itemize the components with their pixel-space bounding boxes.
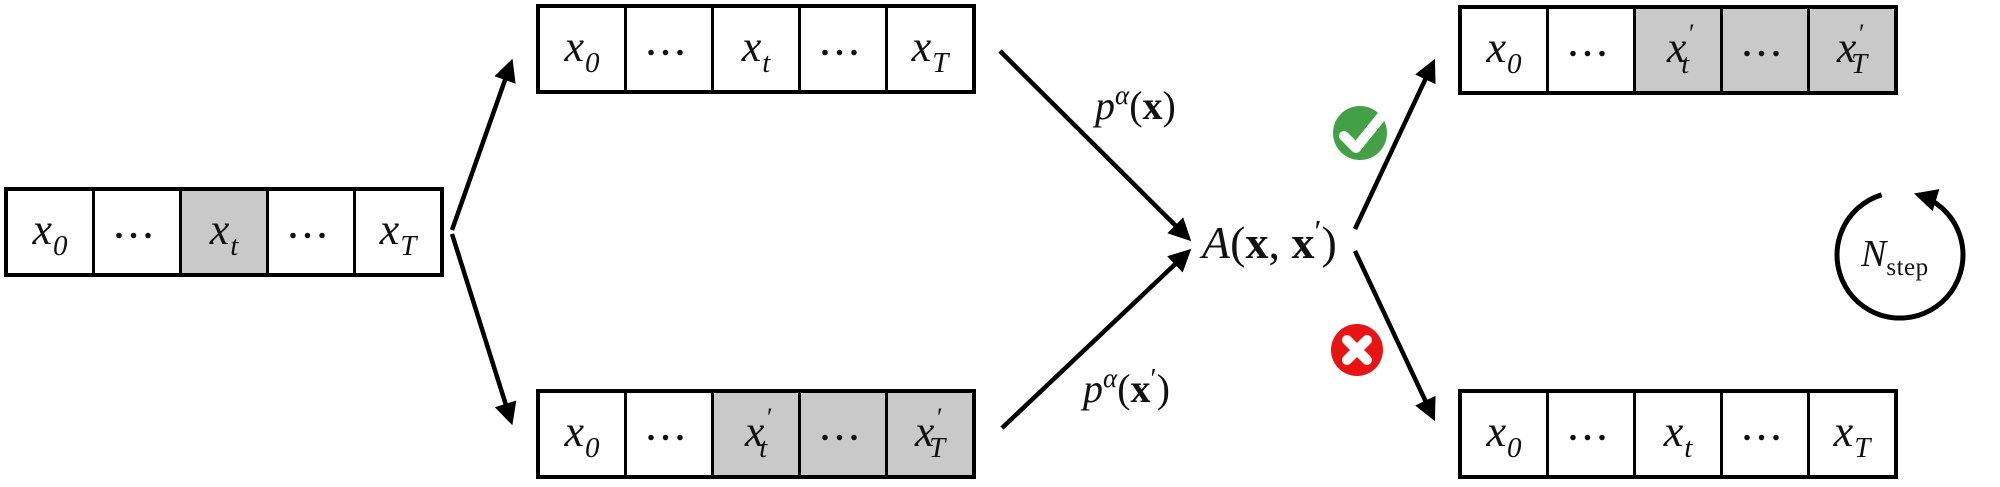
arrow-chain-x-prime-to-acceptance bbox=[1000, 248, 1192, 430]
sequence-cell: xt bbox=[1633, 393, 1720, 475]
sequence-cell: xT bbox=[885, 8, 972, 90]
sequence-row-proposal-x: x0 ... xt ... xT bbox=[536, 4, 976, 94]
arrow-accept-branch bbox=[1352, 58, 1436, 230]
sequence-cell: x′t bbox=[711, 393, 798, 475]
sequence-row-accepted: x0 ... x′t ... x′T bbox=[1458, 5, 1898, 95]
arrow-chain-x-to-acceptance bbox=[998, 49, 1192, 242]
split-arrow-to-chain-x bbox=[449, 58, 516, 231]
sequence-cell: x0 bbox=[540, 393, 624, 475]
sequence-cell: ... bbox=[624, 8, 711, 90]
n-step-label: Nstep bbox=[1861, 233, 1929, 281]
probability-label-p-alpha-x-prime: pα(x′) bbox=[1083, 363, 1170, 411]
sequence-cell: x0 bbox=[540, 8, 624, 90]
sequence-cell: ... bbox=[1546, 9, 1633, 91]
sequence-cell: ... bbox=[798, 393, 885, 475]
sequence-cell: x′T bbox=[885, 393, 972, 475]
sequence-cell: x0 bbox=[8, 191, 92, 273]
accept-check-icon bbox=[1333, 106, 1390, 160]
arrow-reject-branch bbox=[1352, 250, 1436, 422]
n-step-loop-icon bbox=[1834, 189, 1966, 321]
sequence-cell: ... bbox=[1720, 9, 1807, 91]
acceptance-ratio-label: A(x, x′) bbox=[1202, 213, 1337, 268]
sequence-cell: x0 bbox=[1462, 9, 1546, 91]
sequence-cell: ... bbox=[1720, 393, 1807, 475]
sequence-cell: ... bbox=[624, 393, 711, 475]
sequence-cell: xT bbox=[353, 191, 440, 273]
sequence-cell: x′T bbox=[1807, 9, 1894, 91]
sequence-cell: x0 bbox=[1462, 393, 1546, 475]
reject-cross-icon bbox=[1331, 324, 1383, 376]
sequence-row-proposal-x-prime: x0 ... x′t ... x′T bbox=[536, 389, 976, 479]
probability-label-p-alpha-x: pα(x) bbox=[1095, 80, 1176, 128]
sequence-row-rejected: x0 ... xt ... xT bbox=[1458, 389, 1898, 479]
sequence-cell: ... bbox=[798, 8, 885, 90]
sequence-cell: ... bbox=[92, 191, 179, 273]
sequence-cell: ... bbox=[266, 191, 353, 273]
sequence-cell: xt bbox=[179, 191, 266, 273]
split-arrow-to-chain-x-prime bbox=[449, 233, 517, 426]
sequence-cell: xT bbox=[1807, 393, 1894, 475]
sequence-cell: ... bbox=[1546, 393, 1633, 475]
sequence-cell: x′t bbox=[1633, 9, 1720, 91]
sequence-row-initial: x0 ... xt ... xT bbox=[4, 187, 444, 277]
sequence-cell: xt bbox=[711, 8, 798, 90]
